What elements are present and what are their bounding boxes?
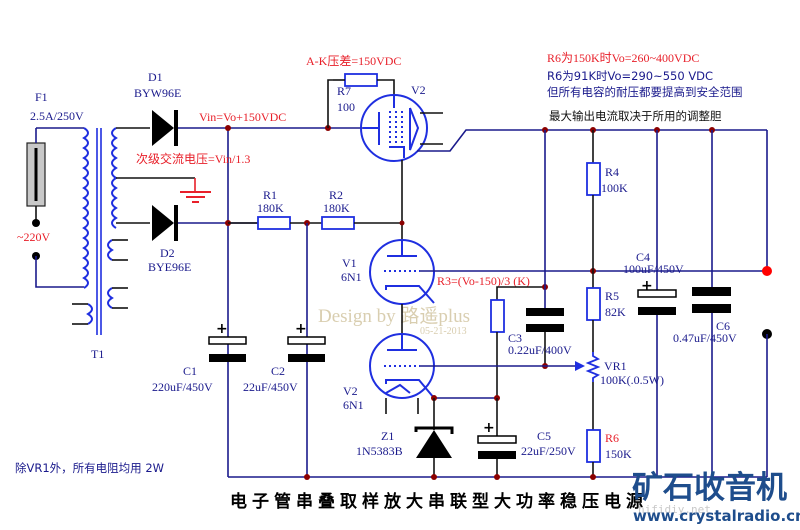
c1-ref: C1 (183, 364, 197, 378)
c3-ref: C3 (508, 331, 522, 345)
r6-value: 150K (605, 447, 632, 461)
capacitor-c1: + (208, 321, 247, 362)
d2-ref: D2 (160, 246, 175, 260)
r2-ref: R2 (329, 188, 343, 202)
capacitor-c3 (526, 308, 564, 332)
output-positive-terminal (762, 266, 772, 276)
v2-bot-ref: V2 (343, 384, 358, 398)
note-resistor-power: 除VR1外，所有电阻均用 2W (15, 461, 164, 475)
f1-value: 2.5A/250V (30, 109, 84, 123)
c5-ref: C5 (537, 429, 551, 443)
z1-value: 1N5383B (356, 444, 403, 458)
r1-value: 180K (257, 201, 284, 215)
c5-value: 22uF/250V (521, 444, 576, 458)
r3-formula: R3=(Vo-150)/3 (K) (437, 274, 530, 288)
t1-ref: T1 (91, 347, 104, 361)
r4-value: 100K (601, 181, 628, 195)
vin-annotation: Vin=Vo+150VDC (199, 110, 286, 124)
diode-d2 (152, 205, 178, 241)
c2-ref: C2 (271, 364, 285, 378)
c6-value: 0.47uF/450V (673, 331, 737, 345)
zener-z1 (414, 426, 454, 458)
d1-value: BYW96E (134, 86, 181, 100)
v1-ref: V1 (342, 256, 357, 270)
svg-text:+: + (216, 321, 228, 337)
svg-text:+: + (641, 278, 653, 294)
r4-ref: R4 (605, 165, 619, 179)
capacitor-c4: + (637, 278, 677, 315)
diagram-title: 电子管串叠取样放大串联型大功率稳压电源 (230, 491, 648, 512)
r5-ref: R5 (605, 289, 619, 303)
resistor-r3 (490, 299, 505, 333)
r7-value: 100 (337, 100, 355, 114)
v2-bot-value: 6N1 (343, 398, 364, 412)
r2-value: 180K (323, 201, 350, 215)
note-r6-150k: R6为150K时Vo=260~400VDC (547, 51, 699, 65)
diode-d1 (152, 110, 178, 146)
v1-value: 6N1 (341, 270, 362, 284)
capacitor-c2: + (287, 321, 326, 362)
c3-value: 0.22uF/400V (508, 343, 572, 357)
r1-ref: R1 (263, 188, 277, 202)
fuse-f1 (26, 128, 46, 227)
d1-ref: D1 (148, 70, 163, 84)
c2-value: 22uF/450V (243, 380, 298, 394)
f1-ref: F1 (35, 90, 48, 104)
r6-ref: R6 (605, 431, 619, 445)
c4-ref: C4 (636, 250, 650, 264)
tube-v1 (369, 239, 435, 305)
d2-value: BYE96E (148, 260, 191, 274)
ground-symbol (180, 178, 211, 203)
v2-top-ref: V2 (411, 83, 426, 97)
secondary-voltage-annotation: 次级交流电压=Vin/1.3 (136, 151, 250, 166)
note-r6-91k: R6为91K时Vo=290~550 VDC (547, 69, 713, 83)
transformer-t1 (72, 127, 128, 335)
logo-url: www.crystalradio.cn (633, 507, 800, 525)
watermark-site: hifidiy.net (638, 503, 711, 516)
note-max-current: 最大输出电流取决于所用的调整胆 (549, 109, 722, 123)
r7-ref: R7 (337, 84, 351, 98)
tube-v2-pass (360, 94, 443, 162)
ak-drop-annotation: A-K压差=150VDC (306, 54, 401, 68)
svg-text:+: + (295, 321, 307, 337)
resistor-r1 (257, 216, 291, 230)
capacitor-c6 (692, 287, 731, 313)
watermark-design: Design by 路遥plus (318, 305, 470, 327)
note-cap-warning: 但所有电容的耐压都要提高到安全范围 (547, 85, 743, 99)
c1-value: 220uF/450V (152, 380, 213, 394)
c6-ref: C6 (716, 319, 730, 333)
r5-value: 82K (605, 305, 626, 319)
mains-voltage: ~220V (17, 230, 50, 244)
logo-name: 矿石收音机 (632, 470, 787, 506)
z1-ref: Z1 (381, 429, 394, 443)
potentiometer-vr1 (585, 352, 601, 382)
resistor-r4 (586, 162, 601, 196)
vr1-value: 100K(.0.5W) (600, 373, 664, 387)
tube-v2-amplifier (369, 333, 435, 414)
capacitor-c5: + (477, 420, 517, 459)
vr1-ref: VR1 (604, 359, 627, 373)
resistor-r6 (586, 429, 601, 463)
watermark-date: 05-21-2013 (420, 326, 467, 337)
resistor-r2 (321, 216, 355, 230)
resistor-r5 (586, 287, 601, 321)
svg-text:+: + (483, 420, 495, 436)
c4-value: 100uF/450V (623, 262, 684, 276)
